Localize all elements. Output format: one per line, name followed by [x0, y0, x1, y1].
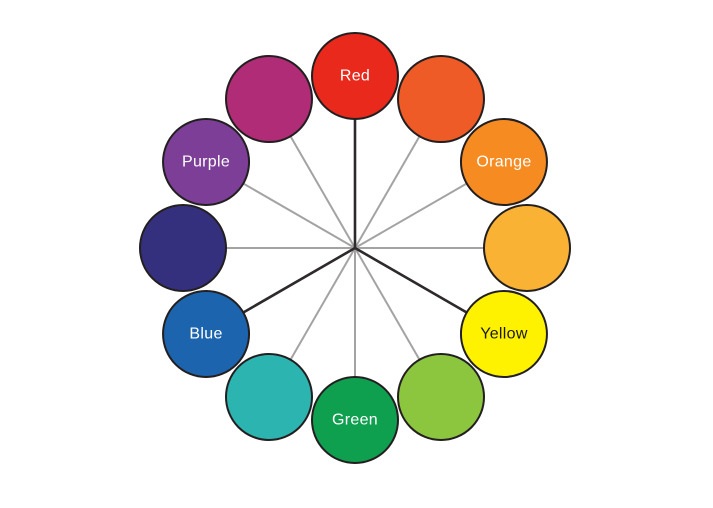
color-circle-blue-green [225, 352, 313, 441]
color-label-green: Green [332, 412, 378, 429]
color-circle-red-orange [397, 55, 485, 144]
color-label-red: Red [340, 68, 370, 85]
color-label-blue: Blue [189, 326, 222, 343]
color-circle-blue-purple [139, 204, 227, 292]
color-circle-yellow [459, 290, 548, 378]
color-circle-blue [162, 290, 251, 378]
color-circle-purple [162, 118, 251, 206]
color-label-yellow: Yellow [480, 326, 528, 343]
color-circle-red-purple [225, 55, 313, 144]
color-circle-yellow-orange [483, 204, 571, 292]
color-circle-green [311, 376, 399, 464]
color-label-orange: Orange [476, 154, 531, 171]
color-circle-red [311, 32, 399, 120]
color-circle-orange [459, 118, 548, 206]
color-circle-yellow-green [397, 352, 485, 441]
color-label-purple: Purple [182, 154, 230, 171]
